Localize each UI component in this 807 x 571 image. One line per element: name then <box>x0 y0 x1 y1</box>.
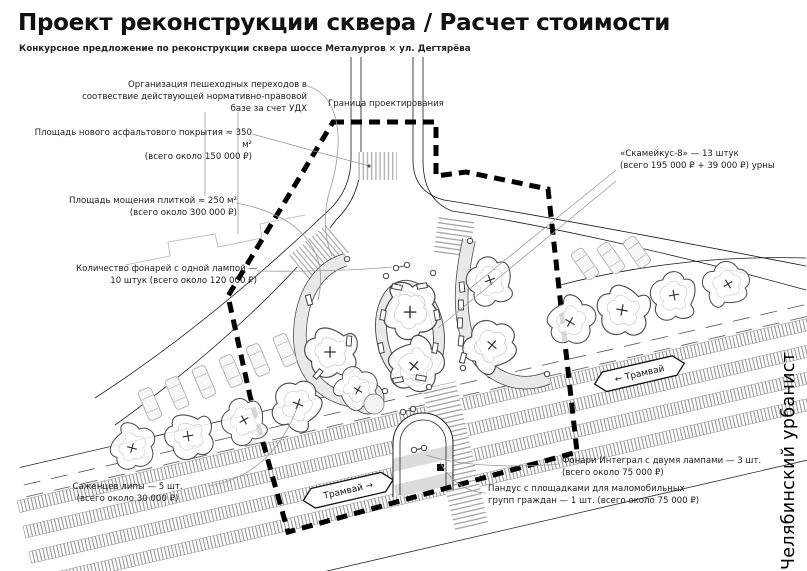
tram-corridor: Трамвай → ← Трамвай <box>16 277 807 571</box>
credit-watermark: Челябинский урбанист <box>779 351 799 570</box>
annotation-single-lamps: Количество фонарей с одной лампой — 10 ш… <box>75 264 257 286</box>
page-subtitle: Конкурсное предложение по реконструкции … <box>19 44 471 54</box>
annotation-paving-area: Площадь мощения плиткой ≈ 250 м² (всего … <box>68 196 237 218</box>
ramp-arch <box>392 412 454 497</box>
crosswalks <box>288 152 475 284</box>
crosswalk-northwest <box>288 224 350 284</box>
annotation-ramp: Пандус с площадками для маломобильных гр… <box>488 484 700 506</box>
street-lamps <box>343 237 551 454</box>
annotation-pedestrian-crossings: Организация пешеходных переходов в соотв… <box>82 80 307 114</box>
tram-sign-bottom: Трамвай → <box>302 471 394 509</box>
building-footprints <box>124 214 306 266</box>
leader-lines <box>204 85 617 494</box>
boundary-label: Граница проектирования <box>328 99 444 109</box>
annotation-linden-saplings: Саженцев липы — 5 шт. (всего около 30 00… <box>72 482 183 504</box>
annotation-asphalt-area: Площадь нового асфальтового покрытия ≈ 3… <box>34 128 252 162</box>
tram-sign-right: ← Трамвай <box>593 355 686 393</box>
page-title: Проект реконструкции сквера / Расчет сто… <box>18 10 671 36</box>
tram-track-hatch <box>16 291 807 571</box>
double-lamp <box>392 261 428 454</box>
annotation-benches: «Скамейкус-8» — 13 штук (всего 195 000 ₽… <box>620 149 775 171</box>
crosswalk-north <box>357 152 397 180</box>
trees <box>105 250 759 476</box>
annotation-double-lamps: Фонари Интеграл с двумя лампами — 3 шт. … <box>562 456 762 478</box>
